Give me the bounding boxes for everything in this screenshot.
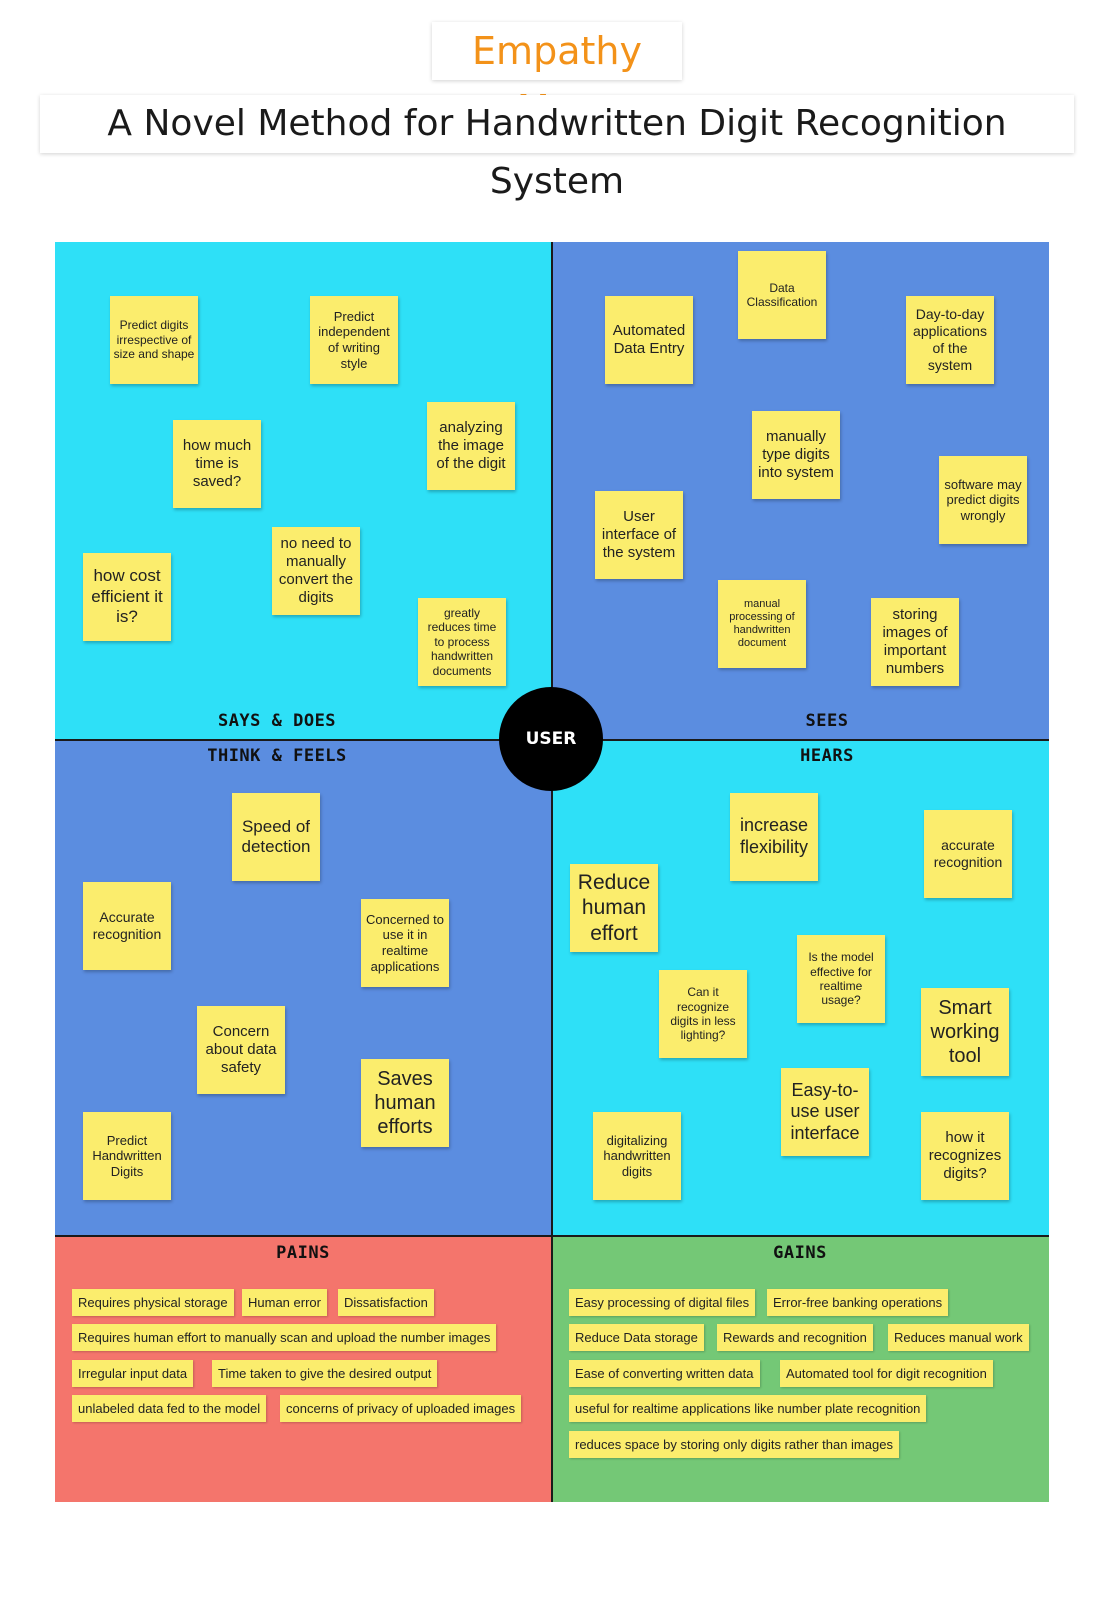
gain-tag[interactable]: Reduce Data storage <box>569 1324 704 1351</box>
gain-tag[interactable]: Rewards and recognition <box>717 1324 873 1351</box>
sticky-note[interactable]: how much time is saved? <box>173 420 261 508</box>
gain-tag[interactable]: Reduces manual work <box>888 1324 1029 1351</box>
sticky-note[interactable]: Predict independent of writing style <box>310 296 398 384</box>
pain-tag[interactable]: Requires physical storage <box>72 1289 234 1316</box>
pain-tag[interactable]: Dissatisfaction <box>338 1289 434 1316</box>
pain-tag[interactable]: Irregular input data <box>72 1360 194 1387</box>
sticky-note[interactable]: Concerned to use it in realtime applicat… <box>361 899 449 987</box>
gain-tag[interactable]: Error-free banking operations <box>767 1289 949 1316</box>
gain-tag[interactable]: Ease of converting written data <box>569 1360 760 1387</box>
pain-tag[interactable]: Human error <box>242 1289 327 1316</box>
sticky-note[interactable]: Reduce human effort <box>570 864 658 952</box>
sticky-note[interactable]: Accurate recognition <box>83 882 171 970</box>
sticky-note[interactable]: Easy-to-use user interface <box>781 1068 869 1156</box>
sticky-note[interactable]: storing images of important numbers <box>871 598 959 686</box>
says-does-label: SAYS & DOES <box>217 711 337 731</box>
sticky-note[interactable]: Speed of detection <box>232 793 320 881</box>
sticky-note[interactable]: Predict digits irrespective of size and … <box>110 296 198 384</box>
sticky-note[interactable]: Smart working tool <box>921 988 1009 1076</box>
page-title: Empathy Map <box>432 22 682 131</box>
sticky-note[interactable]: no need to manually convert the digits <box>272 527 360 615</box>
pain-tag[interactable]: concerns of privacy of uploaded images <box>280 1395 522 1422</box>
sticky-note[interactable]: Saves human efforts <box>361 1059 449 1147</box>
gain-tag[interactable]: useful for realtime applications like nu… <box>569 1395 927 1422</box>
sticky-note[interactable]: manual processing of handwritten documen… <box>718 580 806 668</box>
sticky-note[interactable]: User interface of the system <box>595 491 683 579</box>
sticky-note[interactable]: manually type digits into system <box>752 411 840 499</box>
horizontal-divider-bottom <box>55 1235 1049 1237</box>
user-center-circle: USER <box>499 687 603 791</box>
gain-tag[interactable]: reduces space by storing only digits rat… <box>569 1431 899 1458</box>
sticky-note[interactable]: accurate recognition <box>924 810 1012 898</box>
page-subtitle: A Novel Method for Handwritten Digit Rec… <box>40 95 1074 202</box>
pains-label: PAINS <box>276 1243 330 1263</box>
sticky-note[interactable]: analyzing the image of the digit <box>427 402 515 490</box>
sticky-note[interactable]: software may predict digits wrongly <box>939 456 1027 544</box>
gains-label: GAINS <box>773 1243 827 1263</box>
sticky-note[interactable]: increase flexibility <box>730 793 818 881</box>
sticky-note[interactable]: Concern about data safety <box>197 1006 285 1094</box>
pain-tag[interactable]: unlabeled data fed to the model <box>72 1395 267 1422</box>
hears-label: HEARS <box>800 746 854 766</box>
sees-label: SEES <box>805 711 849 731</box>
gain-tag[interactable]: Easy processing of digital files <box>569 1289 756 1316</box>
sticky-note[interactable]: greatly reduces time to process handwrit… <box>418 598 506 686</box>
sticky-note[interactable]: how cost efficient it is? <box>83 553 171 641</box>
sticky-note[interactable]: digitalizing handwritten digits <box>593 1112 681 1200</box>
sticky-note[interactable]: Predict Handwritten Digits <box>83 1112 171 1200</box>
vertical-divider <box>551 242 553 1502</box>
sticky-note[interactable]: Data Classification <box>738 251 826 339</box>
sticky-note[interactable]: Can it recognize digits in less lighting… <box>659 970 747 1058</box>
sticky-note[interactable]: how it recognizes digits? <box>921 1112 1009 1200</box>
user-label: USER <box>525 729 577 749</box>
gain-tag[interactable]: Automated tool for digit recognition <box>780 1360 993 1387</box>
sticky-note[interactable]: Day-to-day applications of the system <box>906 296 994 384</box>
sticky-note[interactable]: Is the model effective for realtime usag… <box>797 935 885 1023</box>
sticky-note[interactable]: Automated Data Entry <box>605 296 693 384</box>
pain-tag[interactable]: Requires human effort to manually scan a… <box>72 1324 497 1351</box>
pain-tag[interactable]: Time taken to give the desired output <box>212 1360 438 1387</box>
think-feels-label: THINK & FEELS <box>207 746 347 766</box>
